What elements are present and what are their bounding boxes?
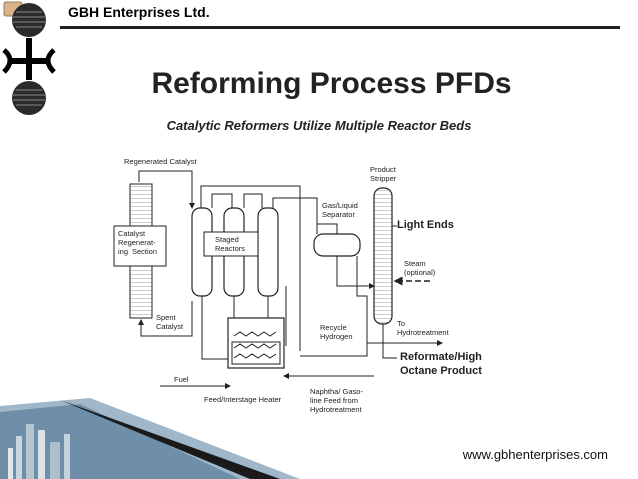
label-to-2: Hydrotreatment — [397, 328, 450, 337]
label-gas-liquid-2: Separator — [322, 210, 355, 219]
label-staged-1: Staged — [215, 235, 239, 244]
label-spent-2: Catalyst — [156, 322, 184, 331]
label-heater: Feed/Interstage Heater — [204, 395, 282, 404]
recycle-hydrogen-line — [300, 256, 368, 357]
reactor-top-line-3 — [243, 193, 263, 208]
label-recycle-2: Hydrogen — [320, 332, 353, 341]
label-reformate-2: Octane Product — [400, 365, 482, 377]
reactor-3 — [257, 207, 279, 297]
separator-liquid-line — [336, 256, 375, 289]
heater-firebox — [231, 341, 281, 365]
staged-reactors-label-box — [203, 231, 259, 257]
label-steam-2: (optional) — [404, 268, 436, 277]
header-divider — [60, 26, 620, 29]
vapour-to-separator — [316, 223, 320, 234]
regenerated-catalyst-line — [138, 170, 195, 209]
label-product-2: Stripper — [370, 174, 397, 183]
company-logo — [2, 1, 56, 115]
label-light-ends: Light Ends — [397, 219, 454, 231]
reactor-1-bottom-line — [201, 296, 230, 360]
reactor-top-line-1 — [200, 185, 301, 351]
label-recycle-1: Recycle — [320, 323, 347, 332]
footer-decoration — [0, 398, 300, 479]
label-regen-2: Regenerat- — [118, 238, 156, 247]
reactor-top-line-2 — [211, 193, 233, 208]
label-regenerated-catalyst: Regenerated Catalyst — [124, 157, 197, 166]
label-spent-1: Spent — [156, 313, 177, 322]
label-gas-liquid-1: Gas/Liquid — [322, 201, 358, 210]
slide-title: Reforming Process PFDs — [151, 67, 512, 100]
spent-catalyst-line — [138, 301, 193, 337]
label-steam-1: Steam — [404, 259, 426, 268]
process-flow-diagram: Regenerated Catalyst Catalyst Regenerat-… — [113, 157, 482, 414]
refinery-towers-icon — [8, 424, 70, 479]
label-naphtha-2: line Feed from — [310, 396, 358, 405]
gas-liquid-separator — [313, 233, 361, 257]
label-regen-4: Section — [132, 247, 157, 256]
reformate-line — [382, 324, 397, 359]
regenerator-label-box — [113, 225, 167, 267]
label-regen-1: Catalyst — [118, 229, 146, 238]
label-to-1: To — [397, 319, 405, 328]
label-regen-3: ing — [118, 247, 128, 256]
reactor-out-line — [272, 197, 318, 234]
label-naphtha-1: Naphtha/ Gaso- — [310, 387, 363, 396]
label-reformate-1: Reformate/High — [400, 351, 482, 363]
separator-vapour-line — [320, 223, 338, 234]
heater-coil-3 — [233, 353, 277, 359]
heater-coil-1 — [233, 331, 277, 337]
footer-url[interactable]: www.gbhenterprises.com — [462, 447, 608, 462]
label-fuel: Fuel — [174, 375, 189, 384]
label-naphtha-3: Hydrotreatment — [310, 405, 363, 414]
label-staged-2: Reactors — [215, 244, 245, 253]
slide-subtitle: Catalytic Reformers Utilize Multiple Rea… — [166, 118, 472, 133]
label-product-1: Product — [370, 165, 397, 174]
company-name: GBH Enterprises Ltd. — [68, 4, 210, 20]
heater-coil-2 — [233, 343, 277, 349]
product-stripper — [373, 187, 393, 325]
